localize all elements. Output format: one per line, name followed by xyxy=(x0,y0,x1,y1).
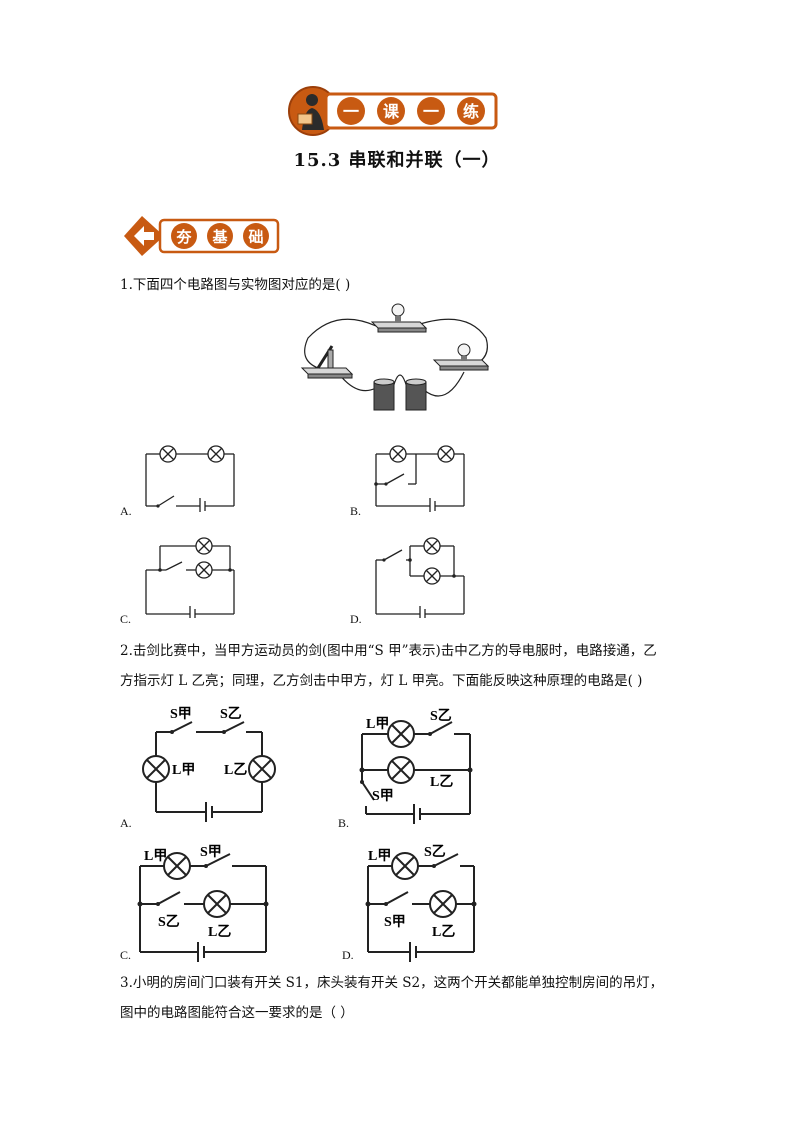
section-badge: 夯 基 础 xyxy=(124,216,280,256)
q1-option-c-label: C. xyxy=(120,612,132,626)
switch-label-s-yi: S乙 xyxy=(430,708,452,724)
lamp-label-l-jia: L甲 xyxy=(172,762,195,778)
lesson-banner: 一 课 一 练 xyxy=(288,86,498,136)
q1-option-b-label: B. xyxy=(350,504,362,518)
arrow-icon xyxy=(134,226,154,246)
switch-label-s-jia: S甲 xyxy=(200,844,222,860)
lamp-label-l-jia: L甲 xyxy=(368,848,391,864)
switch-label-s-yi: S乙 xyxy=(220,706,242,722)
question-1-text: 1.下面四个电路图与实物图对应的是( ) xyxy=(120,277,351,293)
lamp-label-l-yi: L乙 xyxy=(432,924,455,940)
section-char: 础 xyxy=(248,228,263,246)
q2-option-d-label: D. xyxy=(342,948,354,962)
lamp-label-l-yi: L乙 xyxy=(430,774,453,790)
q2-option-b-circuit: L甲 S乙 L乙 S甲 xyxy=(359,708,473,824)
q2-option-d-circuit: L甲 S乙 S甲 L乙 xyxy=(365,844,477,962)
q1-option-d-circuit xyxy=(375,537,465,618)
page-title: 15.3 串联和并联（一） xyxy=(293,150,501,171)
question-3-line-2: 图中的电路图能符合这一要求的是（ ） xyxy=(120,1005,354,1021)
lamp-label-l-jia: L甲 xyxy=(366,716,389,732)
q2-option-c-circuit: L甲 S甲 S乙 L乙 xyxy=(137,844,269,962)
banner-char: 课 xyxy=(383,102,400,121)
section-char: 夯 xyxy=(175,228,192,246)
question-2-line-1: 2.击剑比赛中，当甲方运动员的剑(图中用“S 甲”表示)击中乙方的导电服时，电路… xyxy=(120,643,657,659)
question-3-line-1: 3.小明的房间门口装有开关 S1，床头装有开关 S2，这两个开关都能单独控制房间… xyxy=(120,975,664,991)
banner-char: 练 xyxy=(463,102,479,121)
switch-label-s-jia: S甲 xyxy=(372,788,394,804)
lamp-label-l-yi: L乙 xyxy=(208,924,231,940)
q1-option-a-circuit xyxy=(145,445,235,512)
q1-option-d-label: D. xyxy=(350,612,362,626)
switch-label-s-jia: S甲 xyxy=(170,706,192,722)
question-2-line-2: 方指示灯 L 乙亮；同理，乙方剑击中甲方，灯 L 甲亮。下面能反映这种原理的电路… xyxy=(120,673,643,689)
switch-label-s-yi: S乙 xyxy=(424,844,446,860)
q2-option-b-label: B. xyxy=(338,816,350,830)
q1-option-c-circuit xyxy=(145,537,235,618)
q2-option-a-label: A. xyxy=(120,816,132,830)
banner-char: 一 xyxy=(343,102,359,121)
switch-label-s-yi: S乙 xyxy=(158,914,180,930)
q1-option-b-circuit xyxy=(374,445,465,512)
physical-circuit-illustration xyxy=(300,303,490,411)
lamp-label-l-jia: L甲 xyxy=(144,848,167,864)
lamp-label-l-yi: L乙 xyxy=(224,762,247,778)
q2-option-a-circuit: S甲 S乙 L甲 L乙 xyxy=(142,706,276,822)
reader-figure-icon xyxy=(297,94,324,130)
q2-option-c-label: C. xyxy=(120,948,132,962)
banner-char: 一 xyxy=(423,102,439,121)
q1-option-a-label: A. xyxy=(120,504,132,518)
section-char: 基 xyxy=(211,228,228,246)
switch-label-s-jia: S甲 xyxy=(384,914,406,930)
